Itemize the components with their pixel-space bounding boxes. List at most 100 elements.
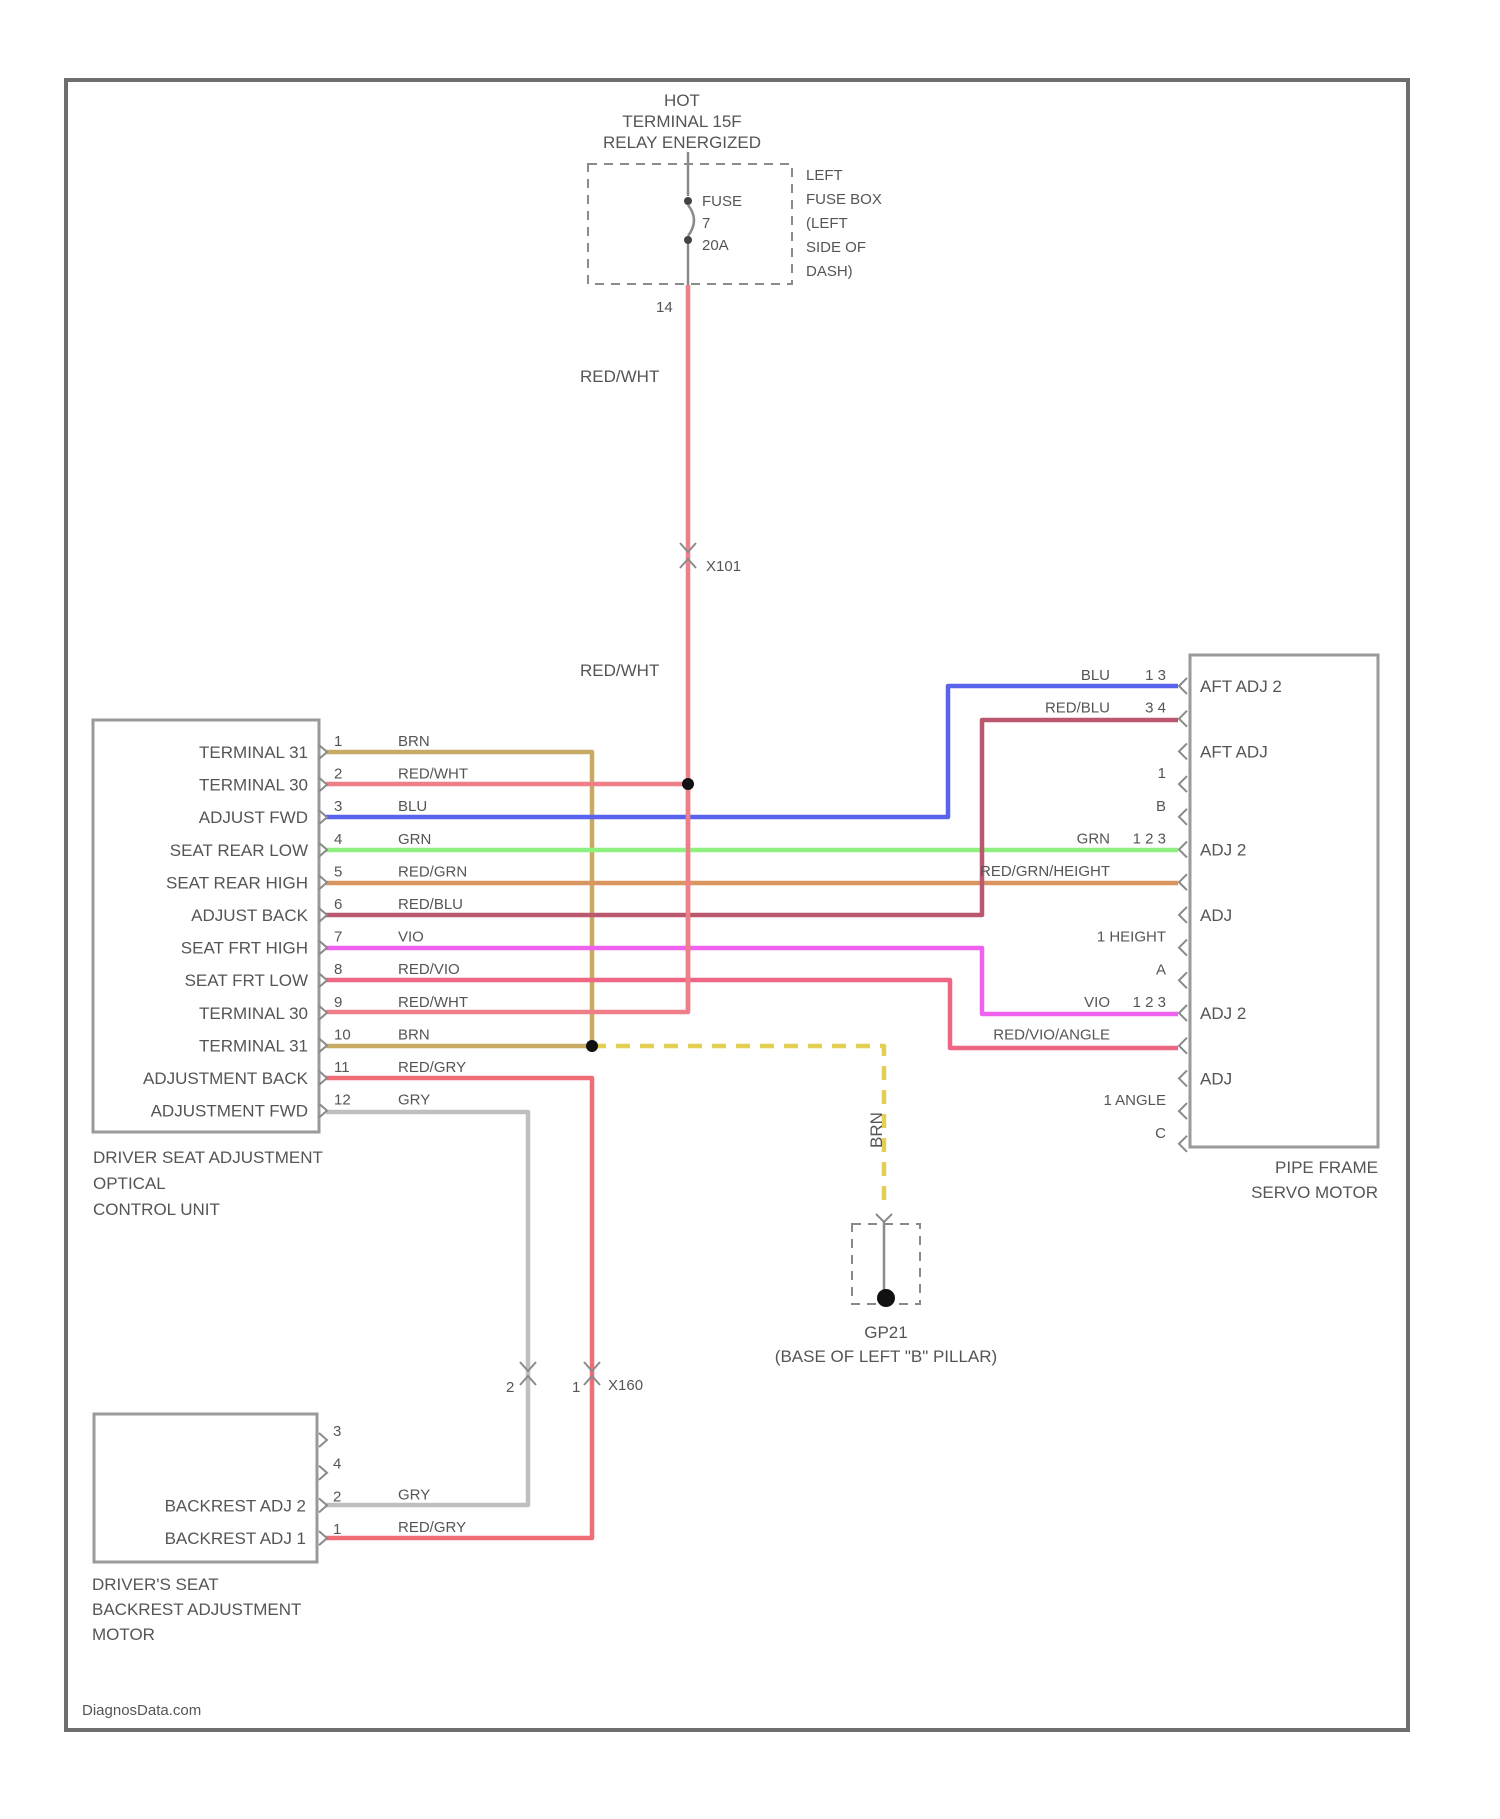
hot-terminal: TERMINAL 15F (622, 112, 741, 131)
servo-pin-terminal (1179, 907, 1187, 923)
servo-row-wire-label: RED/GRN/HEIGHT (980, 863, 1110, 880)
ground-wire-label: BRN (867, 1112, 886, 1148)
wire-pin-11 (326, 1078, 592, 1538)
control-unit-pin-label: SEAT FRT HIGH (181, 939, 308, 958)
backrest-motor: 3 4BACKREST ADJ 2 2 GRY BACKREST ADJ 1 1 RED/G… (92, 1414, 466, 1644)
servo-pin-terminal (1179, 678, 1187, 694)
servo-row-label: AFT ADJ (1200, 742, 1268, 761)
control-unit-pin-wire-label: RED/GRY (398, 1059, 466, 1076)
control-unit-pin-label: SEAT REAR LOW (170, 841, 308, 860)
control-unit-pin-number: 9 (334, 994, 342, 1011)
backrest-pin-wire-label: GRY (398, 1486, 430, 1503)
servo-row-label: AFT ADJ 2 (1200, 677, 1282, 696)
power-section: HOT TERMINAL 15F RELAY ENERGIZED FUSE 7 … (580, 91, 882, 790)
servo-pin-terminal (1179, 1070, 1187, 1086)
fuse-rating: 20A (702, 237, 729, 254)
control-unit-pin-number: 6 (334, 896, 342, 913)
backrest-pin-label: BACKREST ADJ 1 (165, 1529, 306, 1548)
control-unit-pin-number: 3 (334, 798, 342, 815)
wire-ground (592, 1046, 884, 1210)
control-unit-pin-number: 2 (334, 766, 342, 783)
control-unit-pin-number: 7 (334, 929, 342, 946)
splice-power (682, 778, 694, 790)
servo-pin-terminal (1179, 842, 1187, 858)
fuse-pin-out: 14 (656, 299, 673, 316)
control-unit-pin-number: 8 (334, 961, 342, 978)
control-unit-pin-label: TERMINAL 30 (199, 776, 308, 795)
servo-motor-name-1: PIPE FRAME (1275, 1158, 1378, 1177)
servo-row-label: ADJ (1200, 1069, 1232, 1088)
backrest-motor-name-2: BACKREST ADJUSTMENT (92, 1600, 301, 1619)
connector-x160-right-pin: 1 (572, 1379, 580, 1396)
backrest-pin-number: 4 (333, 1456, 341, 1473)
control-unit-pin-label: SEAT REAR HIGH (166, 873, 308, 892)
control-unit-pin-wire-label: RED/GRN (398, 863, 467, 880)
backrest-pin-number: 3 (333, 1423, 341, 1440)
control-unit-pin-number: 11 (334, 1059, 350, 1076)
servo-pin-terminal (1179, 940, 1187, 956)
servo-pin-terminal (1179, 874, 1187, 890)
servo-row-pins: 1 3 (1145, 667, 1166, 684)
fuse-label: FUSE (702, 193, 742, 210)
footer-credit: DiagnosData.com (82, 1702, 201, 1719)
servo-row-pins: 1 HEIGHT (1097, 929, 1166, 946)
fuse-box-name-1: LEFT (806, 167, 843, 184)
servo-row-label: ADJ 2 (1200, 841, 1246, 860)
control-unit-pin-wire-label: VIO (398, 929, 424, 946)
servo-pin-terminal (1179, 1136, 1187, 1152)
servo-row-wire-label: BLU (1081, 667, 1110, 684)
control-unit-pin-label: ADJUST BACK (191, 906, 308, 925)
servo-row-pins: 1 2 3 (1133, 994, 1166, 1011)
backrest-pin-label: BACKREST ADJ 2 (165, 1496, 306, 1515)
servo-pin-terminal (1179, 711, 1187, 727)
servo-pin-terminal (1179, 743, 1187, 759)
control-unit-pin-wire-label: RED/WHT (398, 766, 468, 783)
control-unit-pin-label: TERMINAL 30 (199, 1004, 308, 1023)
control-unit-pin-number: 12 (334, 1092, 351, 1109)
fuse-box-outline (588, 164, 792, 284)
control-unit-pin-number: 5 (334, 863, 342, 880)
servo-pin-terminal (1179, 776, 1187, 792)
servo-row-wire-label: RED/BLU (1045, 700, 1110, 717)
fuse-box-name-3: (LEFT (806, 215, 848, 232)
backrest-pin-terminal (319, 1531, 327, 1545)
fuse-contact-bottom (684, 236, 692, 244)
power-wire-upper-label: RED/WHT (580, 367, 659, 386)
servo-row-pins: 1 2 3 (1133, 831, 1166, 848)
fuse-contact-top (684, 197, 692, 205)
backrest-pin-terminal (319, 1433, 327, 1447)
control-unit-pin-wire-label: BLU (398, 798, 427, 815)
hot-label: HOT (664, 91, 700, 110)
connector-x101-label: X101 (706, 558, 741, 575)
connector-x160-label: X160 (608, 1377, 643, 1394)
control-unit-pin-label: TERMINAL 31 (199, 1036, 308, 1055)
fuse-box-name-2: FUSE BOX (806, 191, 882, 208)
servo-pin-terminal (1179, 972, 1187, 988)
control-unit-pin-label: SEAT FRT LOW (185, 971, 308, 990)
control-unit-pin-wire-label: GRN (398, 831, 431, 848)
servo-row-pins: 1 (1158, 765, 1166, 782)
control-unit-pin-wire-label: RED/VIO (398, 961, 460, 978)
control-unit-pin-wire-label: RED/WHT (398, 994, 468, 1011)
fuse-box-name-4: SIDE OF (806, 239, 866, 256)
backrest-pin-terminal (319, 1498, 327, 1512)
control-unit-pin-label: ADJUSTMENT FWD (151, 1102, 308, 1121)
servo-pin-terminal (1179, 1005, 1187, 1021)
servo-row-label: ADJ (1200, 906, 1232, 925)
backrest-pin-number: 2 (333, 1488, 341, 1505)
control-unit-pin-wire-label: RED/BLU (398, 896, 463, 913)
servo-pin-terminal (1179, 1038, 1187, 1054)
control-unit-name-1: DRIVER SEAT ADJUSTMENT (93, 1148, 323, 1167)
control-unit-pin-label: TERMINAL 31 (199, 743, 308, 762)
servo-row-pins: B (1156, 798, 1166, 815)
ground-connector (876, 1214, 892, 1222)
backrest-pin-wire-label: RED/GRY (398, 1519, 466, 1536)
backrest-pin-number: 1 (333, 1521, 341, 1538)
backrest-pin-terminal (319, 1466, 327, 1480)
servo-pin-terminal (1179, 1103, 1187, 1119)
fuse-number: 7 (702, 215, 710, 232)
servo-row-pins: A (1156, 961, 1166, 978)
